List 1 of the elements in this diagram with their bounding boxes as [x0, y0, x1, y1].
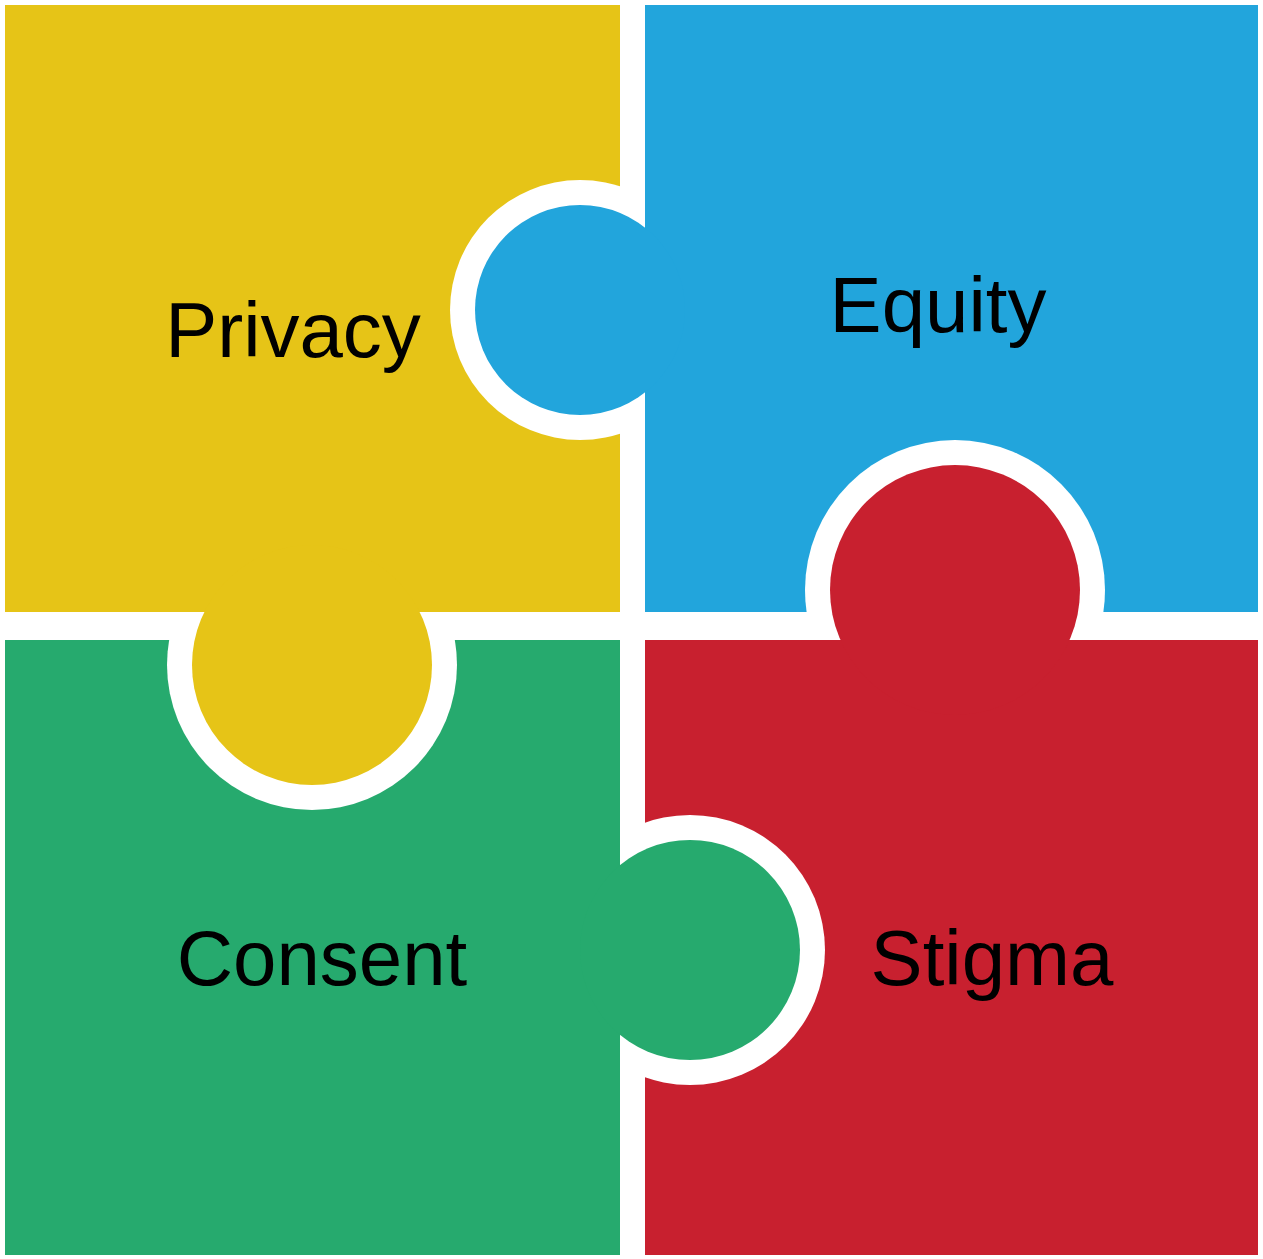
piece-label: Consent — [176, 919, 468, 997]
